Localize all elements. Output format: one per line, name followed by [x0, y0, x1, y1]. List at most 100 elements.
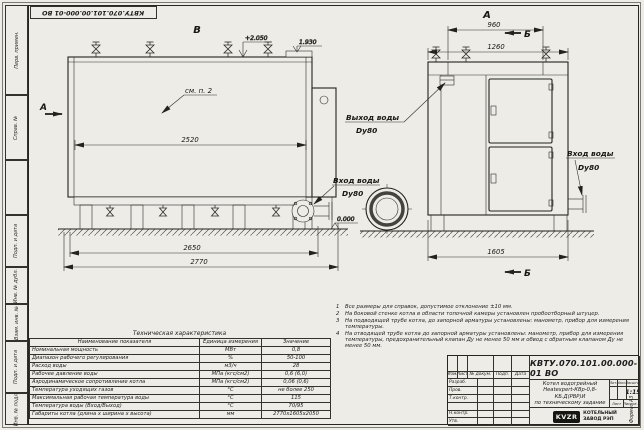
- margin-field-label: Инв. № подл.: [13, 391, 20, 427]
- table-row: Габариты котла (длина х ширина х высота)…: [29, 410, 331, 419]
- lower-door-handle: [490, 173, 497, 184]
- table-row: Диапазон рабочего регулирования%50-100: [29, 354, 331, 363]
- section-b-bottom-label: Б: [524, 269, 531, 279]
- tb-company-cell: KVZR КОТЕЛЬНЫЙ ЗАВОД РЭП: [530, 408, 640, 426]
- company-name-line1: КОТЕЛЬНЫЙ: [583, 411, 617, 417]
- dim-2520-value: 2520: [181, 136, 198, 144]
- param-unit: °С: [199, 386, 262, 395]
- param-value: 2770х1605х2050: [261, 410, 331, 419]
- section-mark-b-bottom: Б: [504, 269, 531, 279]
- section-a-label: А: [39, 103, 47, 113]
- param-name: Расход воды: [29, 362, 200, 371]
- side-view-label: В: [193, 25, 201, 36]
- margin-field-label: Взам. инв. №: [13, 305, 20, 340]
- tb-sheets-value: 2: [637, 401, 640, 406]
- outlet-callout: Выход воды Dy80: [345, 82, 446, 135]
- note-item: 2 На боковой стенке котла в области топоч…: [336, 311, 636, 317]
- tb-col-list: Лист: [458, 371, 468, 380]
- tb-role-tkontr: Т.контр.: [448, 395, 478, 403]
- note-item: 4 На отводящей трубе котла до запорной ар…: [336, 331, 636, 350]
- margin-field-podp-data-1: Подп. и дата: [5, 215, 28, 267]
- tech-table: Наименование показателя Единица измерени…: [29, 338, 331, 419]
- param-value: 0,6 (6,0): [261, 370, 331, 379]
- tb-product-title: Котел водогрейный Heatexpert-КВр-0,8-КБ.…: [530, 380, 610, 408]
- dim-960-value: 960: [488, 21, 501, 29]
- param-unit: м3/ч: [199, 362, 262, 371]
- tech-col-name: Наименование показателя: [29, 338, 200, 347]
- param-value: не более 250: [261, 386, 331, 395]
- param-value: 0,06 (0,6): [261, 378, 331, 387]
- format-note: Формат А3: [630, 395, 635, 423]
- param-unit: мм: [199, 410, 262, 419]
- dim-2650: 2650: [69, 226, 319, 257]
- ground-left: [58, 228, 348, 236]
- tb-sheets-cell: Листов 2: [624, 400, 640, 408]
- tb-sheet-label: Лист: [610, 400, 624, 408]
- note-number: 4: [336, 330, 340, 337]
- lower-door: [488, 146, 553, 212]
- margin-field-inv-podl: Инв. № подл.: [5, 391, 28, 427]
- section-mark-a: А: [39, 103, 63, 117]
- base-frame: [73, 196, 307, 230]
- note-text: Все размеры для справок, допустимое откл…: [345, 304, 513, 310]
- margin-field-empty: [5, 160, 28, 215]
- title-block: Изм. Лист № докум. Подп. Дата Разраб. Пр…: [447, 355, 640, 426]
- dim-2520: 2520: [74, 136, 307, 150]
- param-name: Рабочее давление воды: [29, 370, 200, 379]
- burner-opening-circle: [362, 184, 412, 234]
- tb-sheets-label: Листов: [624, 401, 637, 406]
- level-step-value: 1.930: [299, 39, 317, 46]
- dim-1605-value: 1605: [487, 248, 504, 256]
- note-number: 2: [336, 310, 340, 317]
- tb-col-data: Дата: [512, 371, 530, 380]
- param-name: Аэродинамическое сопротивление котла: [29, 378, 200, 387]
- dim-1605: 1605: [427, 220, 569, 261]
- section-mark-b-top: Б: [504, 30, 531, 40]
- outlet-size: Dy80: [356, 126, 377, 135]
- front-legs: [430, 214, 568, 232]
- water-outlet-flange: [439, 75, 455, 86]
- section-b-top-label: Б: [524, 30, 531, 40]
- inlet-callout-side: Вход воды Dy80: [313, 176, 380, 205]
- tech-col-unit: Единица измерения: [199, 338, 262, 347]
- level-top-value: +2.050: [245, 35, 268, 42]
- note-text: На отводящей трубе котла до запорной арм…: [345, 330, 624, 350]
- param-value: 0,8: [261, 346, 331, 355]
- boiler-drawing: В +2.050 1.930: [39, 10, 615, 279]
- inlet-callout-front: Вход воды Dy80: [566, 149, 615, 196]
- outlet-label: Выход воды: [346, 113, 399, 122]
- margin-field-label: Подп. и дата: [13, 349, 20, 385]
- top-safety-valves: [91, 41, 273, 58]
- level-zero-value: 0.000: [337, 216, 355, 223]
- top-step: [285, 50, 313, 58]
- dim-2650-value: 2650: [183, 244, 200, 252]
- product-line2: Heatexpert-КВр-0,8-КБ.Д(РВР)И: [543, 387, 597, 400]
- level-mark-zero: 0.000: [330, 216, 358, 230]
- margin-field-vzam-inv: Взам. инв. №: [5, 304, 28, 341]
- dim-1260-value: 1260: [487, 43, 504, 51]
- note-text: На боковой стенке котла в области топочн…: [345, 310, 600, 317]
- param-value: 115: [261, 394, 331, 403]
- tb-scale-value: 1:15: [627, 386, 640, 400]
- tb-role-utv: Утв.: [448, 418, 478, 426]
- param-value: 70/95: [261, 402, 331, 411]
- tech-col-value: Значение: [261, 338, 331, 347]
- company-name-line2: ЗАВОД РЭП: [583, 416, 614, 422]
- see-note-callout: см. п. 2: [161, 87, 217, 114]
- front-view: А Б 960 1260: [345, 10, 615, 279]
- see-note-text: см. п. 2: [185, 87, 213, 95]
- param-name: Температура воды (Вход/Выход): [29, 402, 200, 411]
- water-inlet-flange-side: [291, 199, 333, 223]
- param-name: Температура уходящих газов: [29, 386, 200, 395]
- level-mark-top: +2.050: [238, 35, 272, 58]
